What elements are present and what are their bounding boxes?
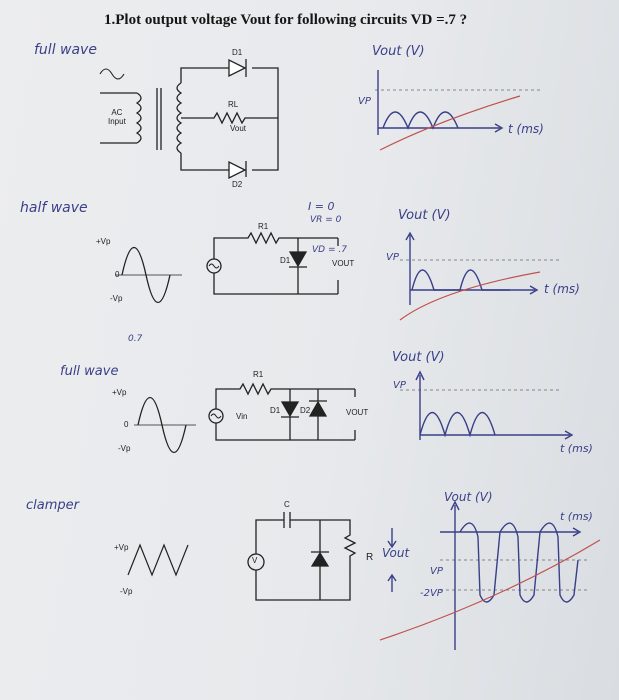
g2-xlabel: t (ms) (544, 282, 580, 296)
c2-vp-label: +Vp (96, 237, 111, 246)
c3-d2-label: D2 (300, 406, 311, 415)
g3-ylabel: Vout (V) (392, 350, 445, 365)
c1-d1-label: D1 (232, 48, 243, 57)
g3-xlabel: t (ms) (560, 442, 593, 455)
note-vd: VD = .7 (312, 245, 347, 255)
g2-ylabel: Vout (V) (398, 208, 451, 223)
c1-d2-label: D2 (232, 180, 243, 189)
g1-xlabel: t (ms) (508, 122, 544, 136)
c1-rl-label: RL (228, 100, 239, 109)
g4-vp: VP (430, 566, 443, 577)
label-full-wave-2: full wave (60, 364, 119, 379)
c1-ac-input-label: AC Input (108, 108, 126, 126)
c4-neg-vp-label: -Vp (120, 587, 133, 596)
c2-neg-vp-label: -Vp (110, 294, 123, 303)
c3-d1-label: D1 (270, 406, 281, 415)
c4-r-label: R (366, 552, 374, 563)
c3-vp-label: +Vp (112, 388, 127, 397)
g4-neg2vp: -2VP (420, 588, 443, 599)
c2-zero-label: 0 (115, 270, 120, 279)
c3-r-label: R1 (253, 370, 264, 379)
c2-r-label: R1 (258, 222, 269, 231)
g3-vp: VP (393, 380, 406, 391)
label-full-wave-1: full wave (34, 42, 97, 58)
note-vout: Vout (382, 546, 410, 560)
label-half-wave: half wave (20, 200, 88, 216)
g1-ylabel: Vout (V) (372, 44, 425, 59)
c1-vout-label: Vout (230, 124, 247, 133)
c4-vp-label: +Vp (114, 543, 129, 552)
g4-xlabel: t (ms) (560, 510, 593, 523)
c3-vout-label: VOUT (346, 408, 369, 417)
g1-vp: VP (358, 96, 371, 107)
note-vr: VR = 0 (310, 215, 342, 225)
circuit1-transformer (100, 82, 183, 154)
g4-ylabel: Vout (V) (444, 490, 493, 504)
c3-neg-vp-label: -Vp (118, 444, 131, 453)
c3-zero-label: 0 (124, 420, 129, 429)
note-current: I = 0 (308, 200, 335, 213)
c2-vout-label: VOUT (332, 259, 355, 268)
g2-vp: VP (386, 252, 399, 263)
problem-title: 1.Plot output voltage Vout for following… (104, 12, 468, 28)
c2-d-label: D1 (280, 256, 291, 265)
c4-source-label: V (252, 556, 258, 565)
label-clamper: clamper (26, 498, 79, 513)
c4-c-label: C (284, 500, 290, 509)
note-scratch: 0.7 (128, 334, 143, 344)
c3-vin-label: Vin (236, 412, 248, 421)
